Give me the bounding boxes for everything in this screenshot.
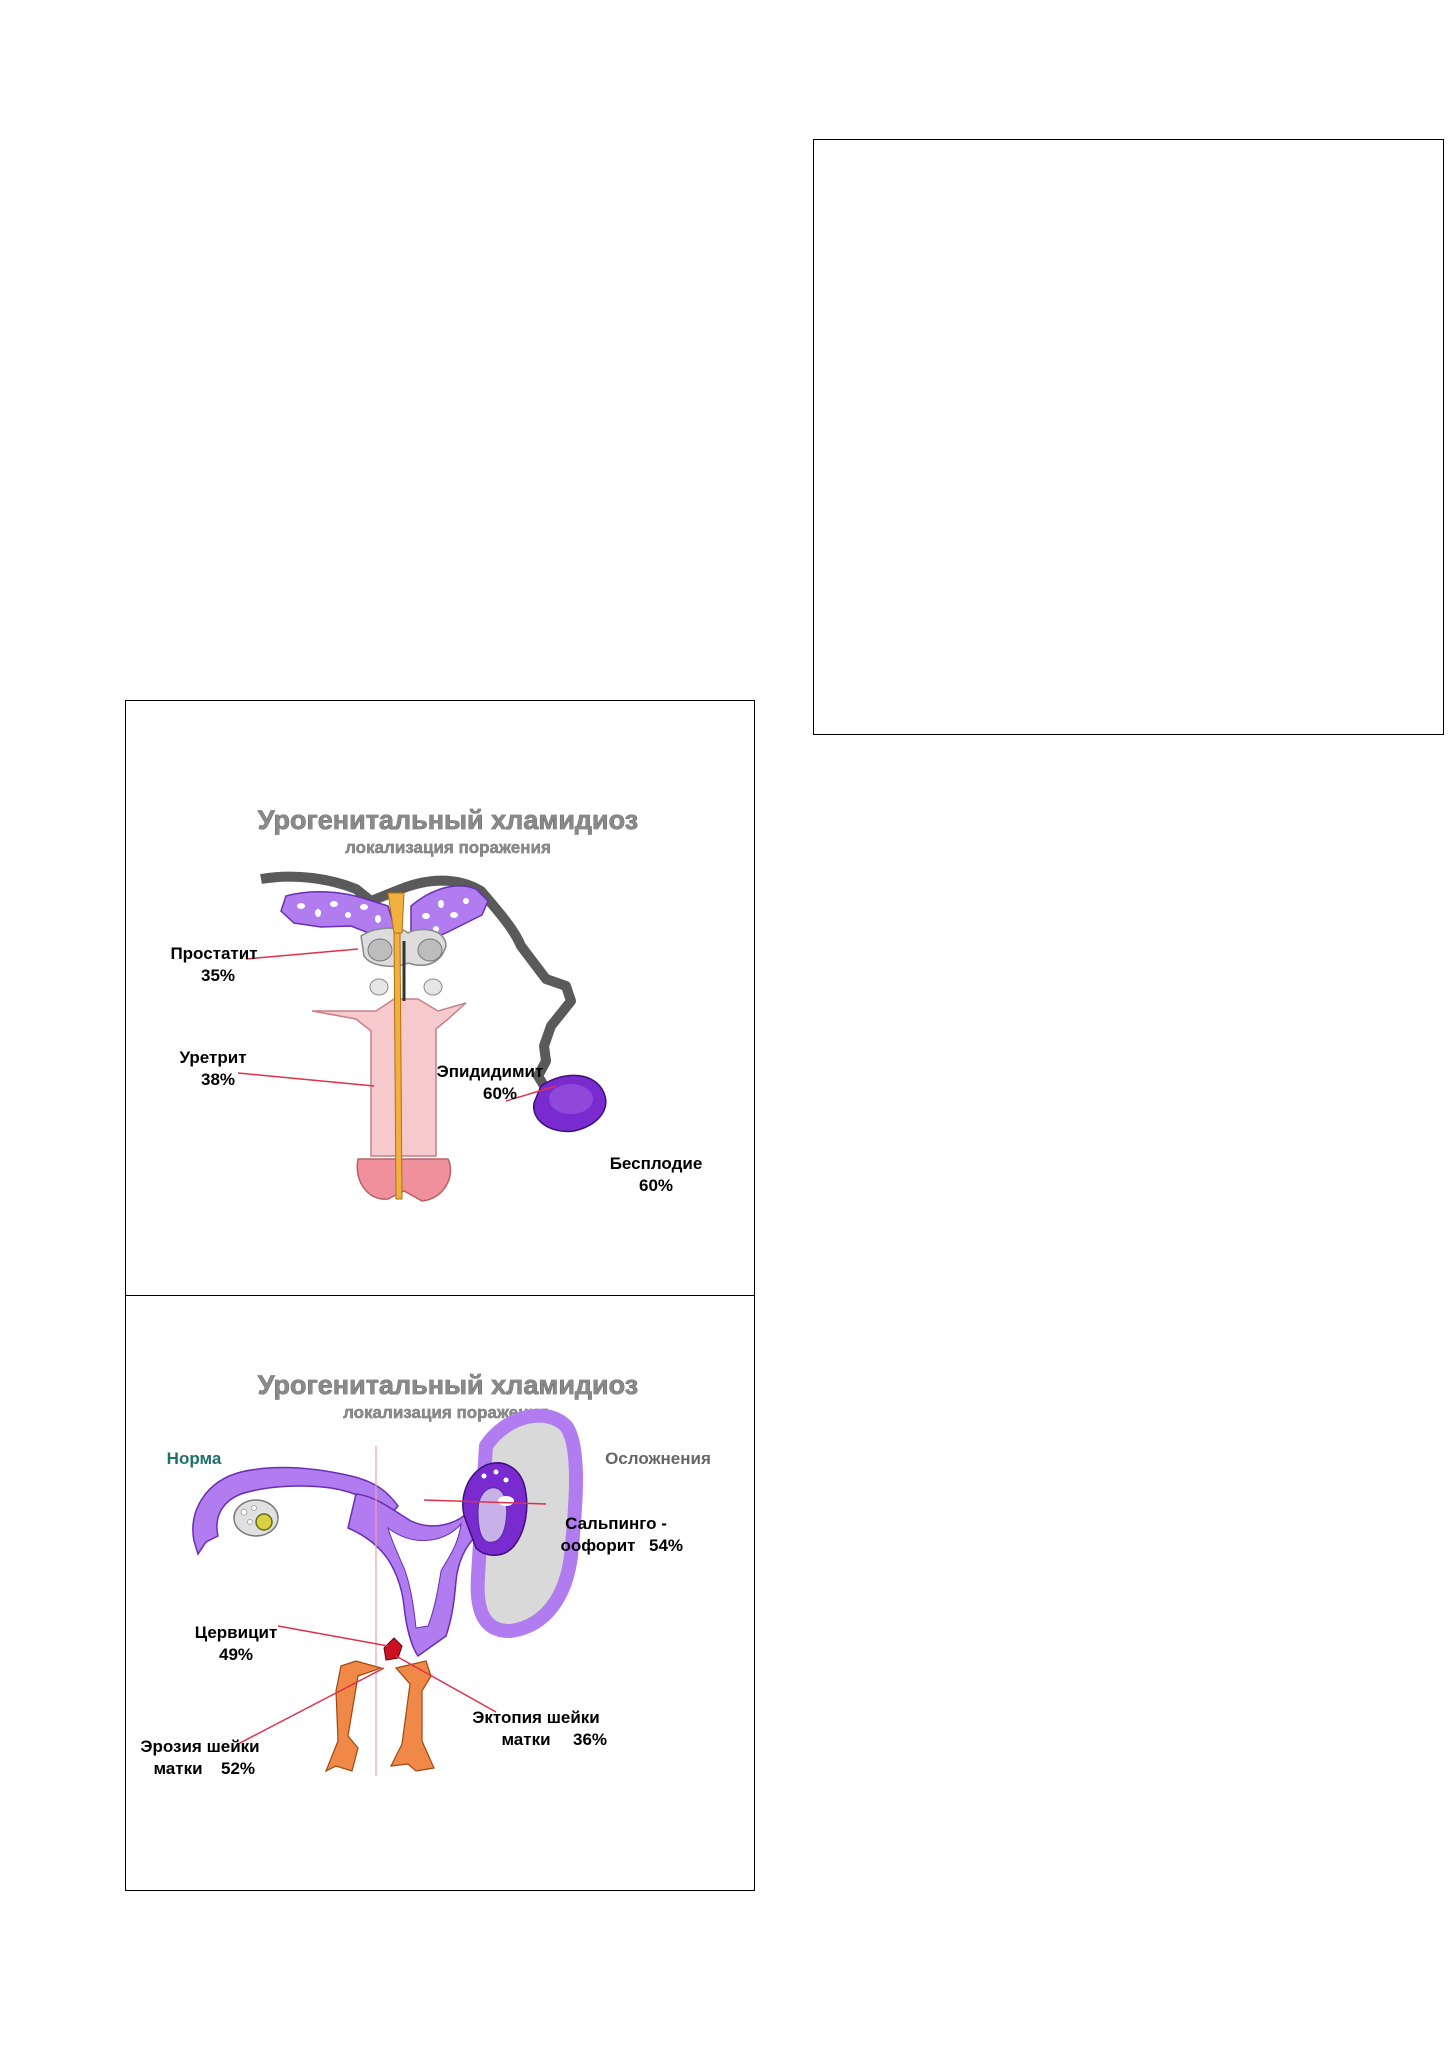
- epididymitis-pointer: [505, 1085, 557, 1102]
- bulbourethral-gland-right: [423, 978, 443, 996]
- female-subtitle: локализация поражения: [343, 1403, 549, 1422]
- cervicitis-label: Цервицит: [195, 1623, 278, 1642]
- prostate-lobe-right: [417, 938, 443, 962]
- female-diagram: Урогенитальный хламидиоз локализация пор…: [140, 1370, 711, 1778]
- vagina-left-wall: [324, 1660, 384, 1773]
- empty-frame: [813, 139, 1444, 735]
- ovary-spots: [240, 1505, 257, 1525]
- salpingo-label-line1: Сальпинго -: [565, 1514, 667, 1533]
- urethritis-value: 38%: [201, 1070, 235, 1089]
- salpingo-pointer: [423, 1499, 547, 1505]
- ectopia-label-line1: Эктопия шейки: [472, 1708, 599, 1727]
- epididymitis-value: 60%: [483, 1084, 517, 1103]
- slide-female-chlamydiosis: Урогенитальный хламидиоз локализация пор…: [125, 1295, 755, 1891]
- uterine-cavity: [387, 1522, 462, 1629]
- tube-lumen: [498, 1496, 514, 1506]
- erosion-label-line1: Эрозия шейки: [140, 1737, 259, 1756]
- ectopia-pointer: [395, 1655, 497, 1713]
- vesicle-spots: [297, 898, 469, 932]
- male-subtitle: локализация поражения: [345, 838, 551, 857]
- female-title: Урогенитальный хламидиоз: [258, 1370, 638, 1400]
- infertility-value: 60%: [639, 1176, 673, 1195]
- seminal-vesicle-right: [410, 885, 489, 942]
- erosion-value: 52%: [221, 1759, 255, 1778]
- erosion-pointer: [237, 1667, 385, 1745]
- salpingo-label-line2: оофорит: [561, 1536, 636, 1555]
- bulbourethral-gland-left: [369, 978, 389, 996]
- slide-male-chlamydiosis: Урогенитальный хламидиоз локализация пор…: [125, 700, 755, 1296]
- urethra-upper: [387, 892, 405, 934]
- ectopia-value: 36%: [573, 1730, 607, 1749]
- cervicitis-value: 49%: [219, 1645, 253, 1664]
- penis-body: [311, 998, 467, 1157]
- cervix-lesion: [383, 1637, 403, 1661]
- complications-label: Осложнения: [605, 1449, 711, 1468]
- vas-deferens-duct: [260, 871, 576, 1092]
- inflamed-tube-core: [477, 1487, 508, 1543]
- urethritis-label: Уретрит: [179, 1048, 246, 1067]
- epididymitis-label: Эпидидимит: [437, 1062, 544, 1081]
- vagina-right-wall: [389, 1660, 435, 1772]
- tube-spots: [481, 1469, 509, 1483]
- urethritis-pointer: [237, 1072, 375, 1087]
- ectopia-label-line2: матки: [501, 1730, 550, 1749]
- male-title: Урогенитальный хламидиоз: [258, 805, 638, 835]
- prostatitis-value: 35%: [201, 966, 235, 985]
- norm-label: Норма: [167, 1449, 222, 1468]
- cervicitis-pointer: [277, 1625, 389, 1647]
- infertility-label: Бесплодие: [610, 1154, 703, 1173]
- salpingo-value: 54%: [649, 1536, 683, 1555]
- prostatitis-label: Простатит: [170, 944, 257, 963]
- prostatitis-pointer: [245, 948, 359, 960]
- male-diagram: Урогенитальный хламидиоз локализация пор…: [170, 805, 703, 1202]
- prostate-lobe-left: [367, 938, 393, 962]
- glans: [356, 1158, 452, 1202]
- erosion-label-line2: матки: [153, 1759, 202, 1778]
- ovarian-follicle: [255, 1513, 273, 1531]
- urethra: [393, 930, 403, 1200]
- seminal-vesicle-left: [280, 890, 397, 937]
- testicle-highlight: [549, 1084, 593, 1114]
